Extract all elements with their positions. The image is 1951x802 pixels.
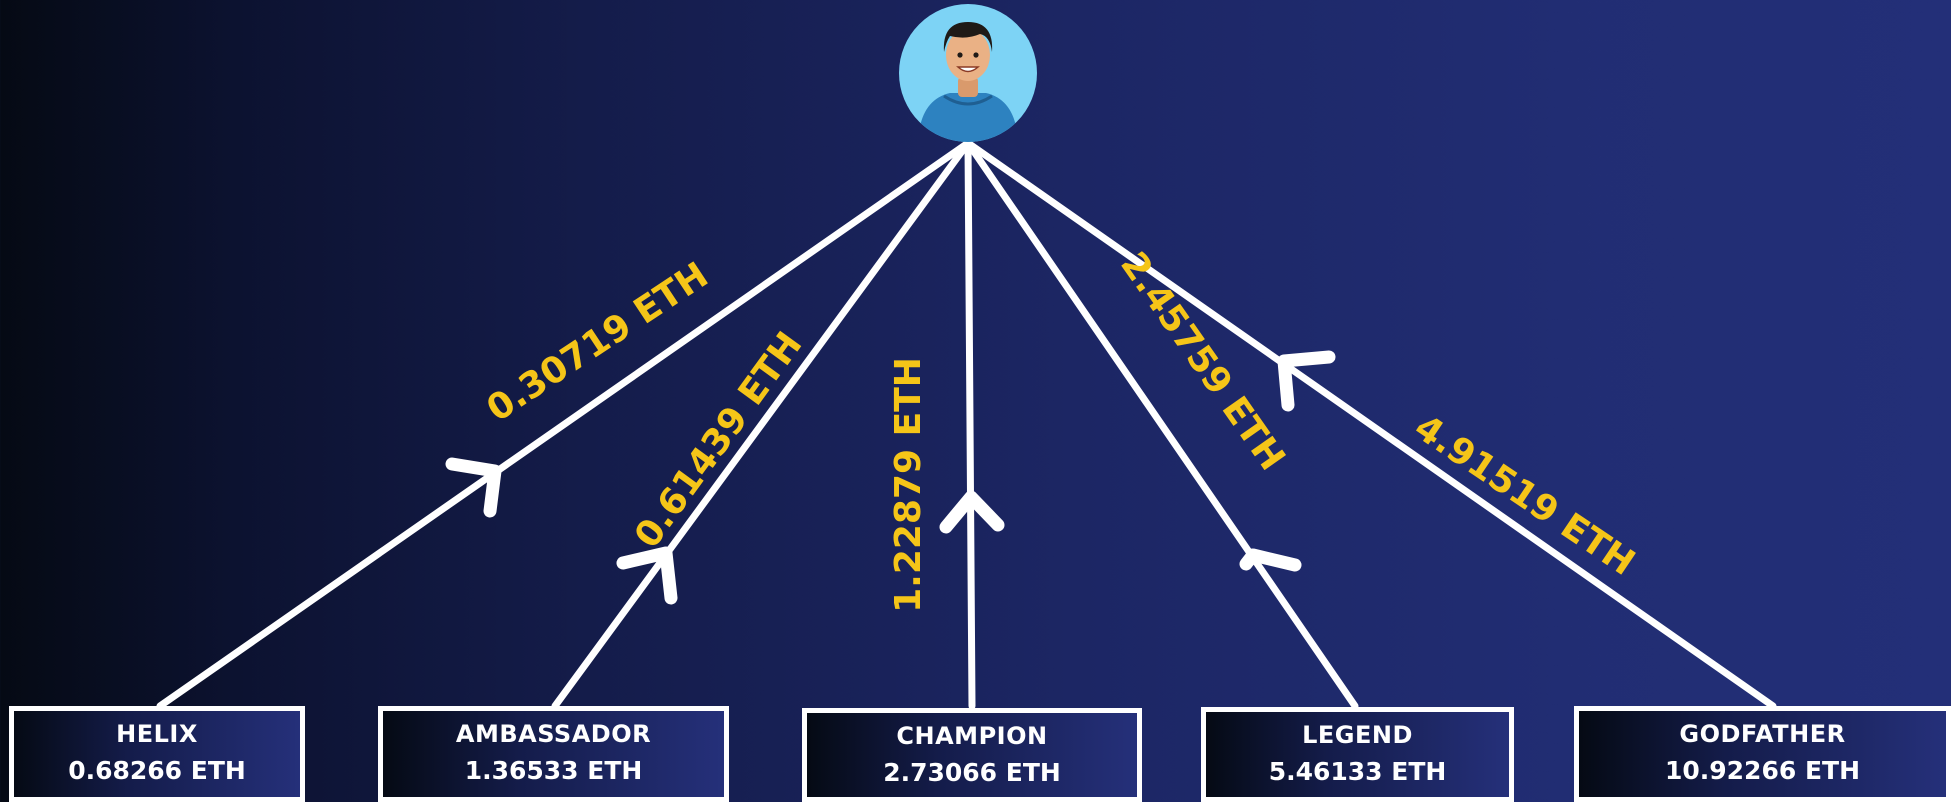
arrow-up-icon	[616, 546, 678, 605]
tier-box-helix: HELIX 0.68266 ETH	[9, 706, 305, 802]
edge-line-legend	[964, 139, 1359, 710]
tier-amount: 2.73066 ETH	[883, 758, 1061, 787]
arrow-up-icon	[445, 457, 502, 518]
tier-box-legend: LEGEND 5.46133 ETH	[1201, 707, 1514, 802]
tier-name: AMBASSADOR	[455, 720, 652, 748]
tier-box-champion: CHAMPION 2.73066 ETH	[802, 708, 1142, 802]
tier-amount: 5.46133 ETH	[1268, 757, 1447, 786]
edge-line-champion	[964, 139, 976, 710]
edge-line-ambassador	[551, 139, 972, 710]
tier-name: LEGEND	[1302, 721, 1413, 749]
tier-amount: 1.36533 ETH	[464, 756, 643, 785]
tier-box-ambassador: AMBASSADOR 1.36533 ETH	[378, 706, 729, 802]
edge-label-legend: 2.45759 ETH	[1112, 245, 1292, 478]
arrow-up-icon	[1277, 350, 1336, 412]
edge-label-godfather: 4.91519 ETH	[1407, 407, 1642, 584]
tier-amount: 10.92266 ETH	[1664, 756, 1861, 785]
arrow-up-icon	[1239, 548, 1302, 572]
user-avatar-icon	[899, 4, 1037, 142]
edge-label-champion: 1.22879 ETH	[888, 357, 929, 613]
edge-line-godfather	[964, 139, 1777, 710]
edge-line-helix	[156, 139, 972, 710]
tier-name: CHAMPION	[896, 722, 1048, 750]
tier-amount: 0.68266 ETH	[68, 756, 246, 785]
tier-name: GODFATHER	[1679, 720, 1846, 748]
tier-box-godfather: GODFATHER 10.92266 ETH	[1574, 706, 1951, 802]
arrow-up-icon	[939, 490, 1005, 534]
tier-name: HELIX	[116, 720, 198, 748]
